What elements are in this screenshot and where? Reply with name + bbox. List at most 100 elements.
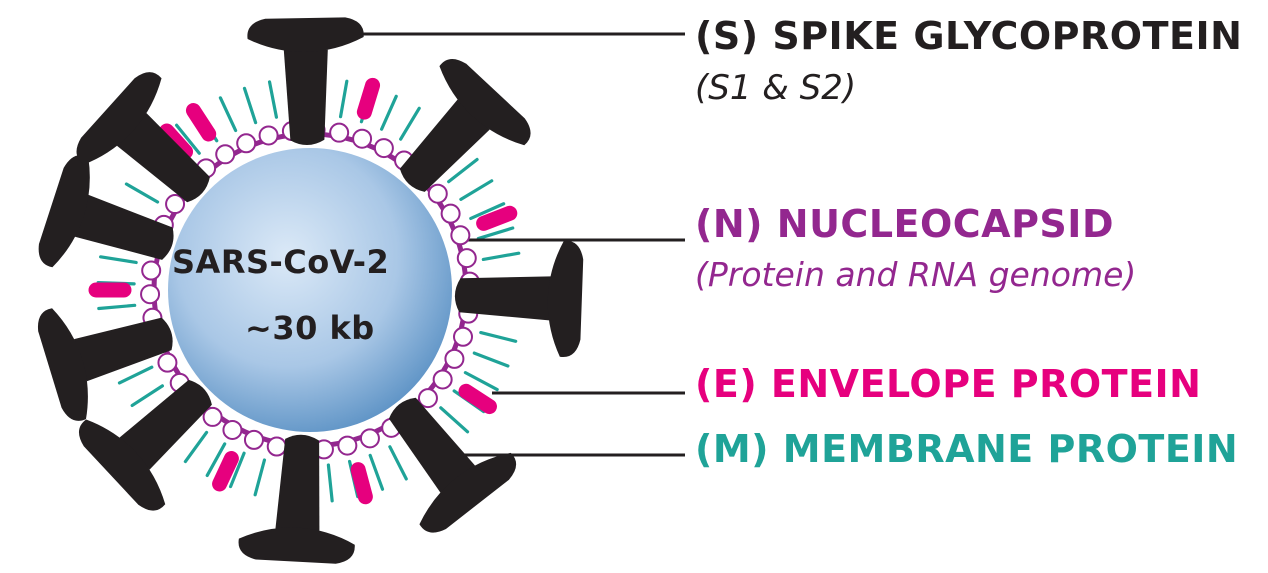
envelope-proteins <box>88 77 518 505</box>
nucleocapsid-bead <box>157 352 178 373</box>
membrane-protein <box>476 226 515 241</box>
spike-head <box>76 72 162 165</box>
nucleocapsid-bead <box>352 128 373 149</box>
nucleocapsid-label: (N) NUCLEOCAPSID <box>695 202 1114 246</box>
membrane-protein <box>174 123 201 155</box>
membrane-protein <box>326 463 334 503</box>
virus-core <box>168 148 452 432</box>
membrane-protein <box>469 202 506 221</box>
nucleocapsid-bead <box>440 203 461 224</box>
membrane-protein <box>97 303 137 311</box>
envelope-protein <box>356 77 381 120</box>
nucleocapsid-bead <box>337 435 358 456</box>
spike-stem <box>454 276 551 321</box>
membrane-protein <box>472 351 510 368</box>
membrane-protein <box>338 79 349 119</box>
envelope-protein <box>458 383 497 415</box>
spike-protein <box>388 397 517 533</box>
membrane-protein <box>368 453 385 491</box>
nucleocapsid-bead <box>373 138 394 159</box>
envelope-protein <box>212 451 239 492</box>
envelope-protein <box>159 123 194 160</box>
spike-protein <box>38 155 174 268</box>
membrane-protein <box>117 365 154 385</box>
spike-label: (S) SPIKE GLYCOPROTEIN <box>695 14 1243 58</box>
membrane-protein <box>218 96 238 133</box>
spike-head <box>247 17 364 53</box>
spike-head <box>238 527 355 564</box>
spike-head <box>38 155 90 268</box>
membrane-protein <box>99 255 138 265</box>
nucleocapsid-bead <box>453 326 474 347</box>
membrane-protein <box>130 384 164 408</box>
nucleocapsid-bead <box>329 122 350 143</box>
membrane-protein <box>183 430 209 464</box>
spike-stem <box>388 397 476 493</box>
spike-protein <box>454 240 584 358</box>
nucleocapsid-bead <box>236 133 257 154</box>
nucleocapsid-bead <box>140 284 161 305</box>
membrane-protein <box>481 251 521 262</box>
membrane-protein <box>439 406 470 434</box>
spike-stem <box>116 113 210 203</box>
membrane-protein <box>379 94 398 131</box>
spike-stem <box>74 194 174 260</box>
genome-size: ~30 kb <box>245 309 375 347</box>
spike-protein <box>238 434 355 564</box>
virus-name: SARS-CoV-2 <box>172 243 390 281</box>
membrane-label: (M) MEMBRANE PROTEIN <box>695 427 1239 471</box>
envelope-protein <box>185 103 217 142</box>
spike-stem <box>119 379 212 470</box>
spike-sublabel: (S1 & S2) <box>695 68 857 108</box>
membrane-protein <box>399 106 421 141</box>
spike-protein <box>37 308 173 421</box>
spike-stem <box>74 317 173 382</box>
nucleocapsid-bead <box>202 406 223 427</box>
spike-stem <box>399 99 490 192</box>
membrane-protein <box>463 371 499 392</box>
envelope-protein <box>476 205 518 231</box>
membrane-protein <box>228 451 246 489</box>
membrane-protein <box>124 182 160 204</box>
membrane-protein <box>267 80 279 119</box>
envelope-protein <box>350 462 373 505</box>
spike-proteins <box>37 17 584 564</box>
spike-head <box>439 59 531 146</box>
membrane-protein <box>388 445 408 481</box>
spike-head <box>547 240 584 358</box>
nucleocapsid-bead <box>359 428 380 449</box>
membrane-protein <box>205 442 227 478</box>
spike-head <box>419 452 517 533</box>
membrane-protein <box>447 157 479 184</box>
nucleocapsid-bead <box>258 125 279 146</box>
membrane-protein <box>459 179 494 201</box>
spike-head <box>37 308 88 421</box>
spike-protein <box>247 17 364 146</box>
nucleocapsid-bead <box>450 225 471 246</box>
nucleocapsid-bead <box>427 183 448 204</box>
nucleocapsid-bead <box>243 429 264 450</box>
nucleocapsid-bead <box>215 144 236 165</box>
spike-protein <box>399 59 531 192</box>
membrane-proteins <box>96 79 521 503</box>
nucleocapsid-bead <box>222 419 243 440</box>
nucleocapsid-bead <box>456 248 477 269</box>
nucleocapsid-bead <box>432 369 453 390</box>
membrane-protein <box>242 86 258 125</box>
nucleocapsid-bead <box>444 348 465 369</box>
membrane-protein <box>479 330 518 343</box>
nucleocapsid-sublabel: (Protein and RNA genome) <box>695 255 1137 294</box>
membrane-protein <box>253 458 267 497</box>
spike-protein <box>76 72 210 203</box>
spike-stem <box>275 434 320 531</box>
nucleocapsid-bead <box>141 260 162 281</box>
spike-protein <box>79 379 212 511</box>
spike-head <box>79 419 166 511</box>
nucleocapsid-bead <box>266 436 287 457</box>
envelope-label: (E) ENVELOPE PROTEIN <box>695 362 1202 406</box>
nucleocapsid-bead <box>165 194 186 215</box>
spike-stem <box>283 49 328 146</box>
nucleocapsid-bead <box>417 388 438 409</box>
